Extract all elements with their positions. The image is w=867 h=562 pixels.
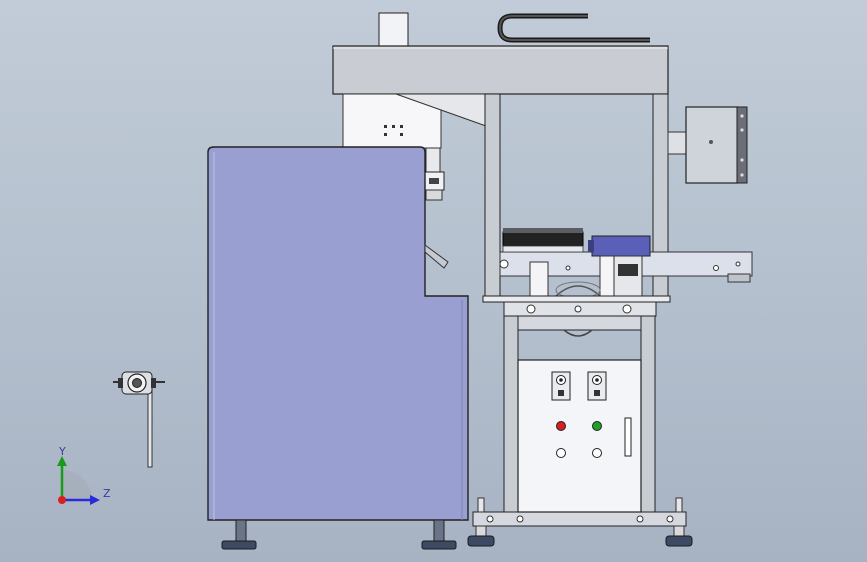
- control-panel: [517, 359, 642, 513]
- loose-part-handwheel: [113, 371, 165, 468]
- side-electrical-box: [667, 106, 748, 184]
- frame-post-left: [484, 93, 501, 299]
- push-button-right[interactable]: [592, 448, 602, 458]
- triad-y-label: Y: [58, 445, 66, 458]
- meter-right[interactable]: [587, 371, 607, 401]
- top-beam: [332, 45, 669, 95]
- cable-hose: [497, 13, 650, 43]
- top-spindle-block: [378, 12, 409, 47]
- workpiece-fixture-rail: [502, 228, 584, 253]
- coordinate-triad: Y Z: [57, 445, 111, 505]
- meter-left[interactable]: [551, 371, 571, 401]
- cabinet-feet: [221, 519, 457, 550]
- triad-z-label: Z: [103, 487, 111, 500]
- leveling-feet-stand: [467, 497, 693, 547]
- push-button-left[interactable]: [556, 448, 566, 458]
- indicator-green[interactable]: [592, 421, 602, 431]
- indicator-red[interactable]: [556, 421, 566, 431]
- servo-motor: [588, 235, 651, 297]
- center-guide-bracket: [529, 261, 601, 299]
- main-cabinet: [207, 146, 469, 521]
- panel-door-handle[interactable]: [624, 417, 632, 457]
- machine-table-plate: [482, 295, 671, 317]
